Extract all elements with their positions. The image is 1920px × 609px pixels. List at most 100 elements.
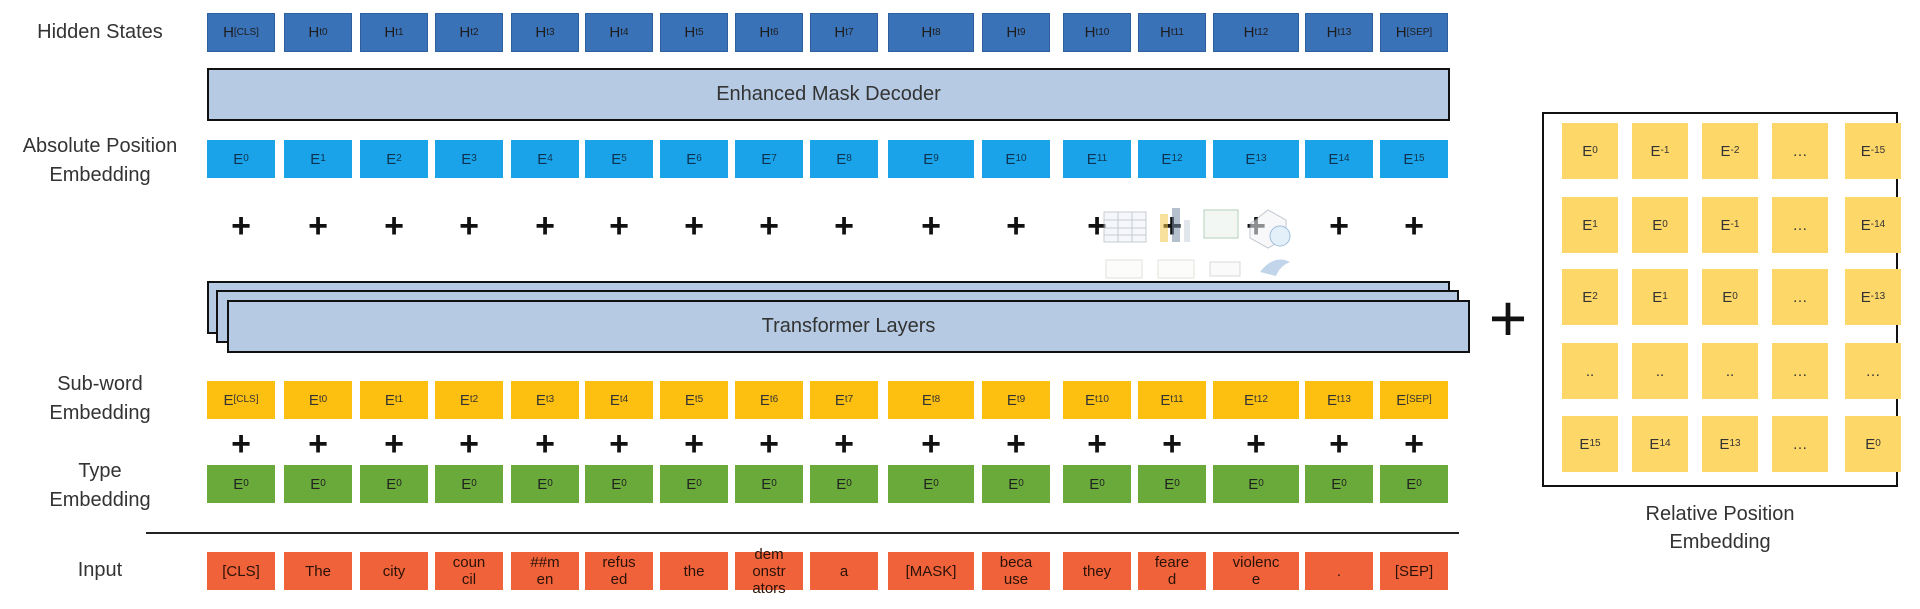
plus-upper-8: + bbox=[834, 207, 854, 245]
relative-cell-1-3: … bbox=[1772, 197, 1828, 253]
subword-embedding-base: E bbox=[609, 391, 620, 409]
relative-cell-base: E bbox=[1582, 216, 1593, 234]
enhanced-mask-decoder-bar: Enhanced Mask Decoder bbox=[207, 68, 1450, 121]
plus-lower-9: + bbox=[921, 425, 941, 463]
plus-upper-4: + bbox=[535, 207, 555, 245]
relative-cell-base: E bbox=[1860, 216, 1871, 234]
plus-lower-5: + bbox=[609, 425, 629, 463]
label-subword-embedding: Sub-word Embedding bbox=[0, 370, 200, 428]
subword-embedding-base: E bbox=[1244, 391, 1255, 409]
hidden-state-base: H bbox=[921, 24, 933, 41]
hidden-state-base: H bbox=[535, 24, 547, 41]
hidden-state-base: H bbox=[834, 24, 846, 41]
input-token-4: ##m en bbox=[511, 552, 579, 590]
relative-cell-base: … bbox=[1792, 288, 1808, 306]
plus-upper-2: + bbox=[384, 207, 404, 245]
relative-cell-0-4: E-15 bbox=[1845, 123, 1901, 179]
type-embedding-base: E bbox=[537, 475, 548, 493]
subword-embedding-base: E bbox=[535, 391, 546, 409]
type-embedding-base: E bbox=[1008, 475, 1019, 493]
hidden-state-base: H bbox=[384, 24, 396, 41]
input-token-10: beca use bbox=[982, 552, 1050, 590]
enhanced-mask-decoder-label: Enhanced Mask Decoder bbox=[716, 83, 941, 105]
label-hidden-states: Hidden States bbox=[37, 21, 163, 43]
subword-embedding-0: E[CLS] bbox=[207, 381, 275, 419]
relative-cell-base: .. bbox=[1725, 362, 1735, 380]
plus-lower-14: + bbox=[1329, 425, 1349, 463]
subword-embedding-base: E bbox=[1327, 391, 1338, 409]
type-embedding-base: E bbox=[386, 475, 397, 493]
input-token-11: they bbox=[1063, 552, 1131, 590]
absolute-embedding-base: E bbox=[686, 150, 697, 168]
relative-cell-base: E bbox=[1722, 288, 1733, 306]
plus-lower-2: + bbox=[384, 425, 404, 463]
plus-lower-3: + bbox=[459, 425, 479, 463]
relative-cell-base: … bbox=[1792, 216, 1808, 234]
hidden-state-0: H[CLS] bbox=[207, 13, 275, 52]
type-embedding-base: E bbox=[761, 475, 772, 493]
plus-upper-10: + bbox=[1006, 207, 1026, 245]
label-relative-line1: Relative Position bbox=[1645, 503, 1795, 525]
input-token-12: feare d bbox=[1138, 552, 1206, 590]
relative-cell-base: E bbox=[1860, 142, 1871, 160]
hidden-state-base: H bbox=[1243, 24, 1255, 41]
plus-upper-7: + bbox=[759, 207, 779, 245]
subword-embedding-base: E bbox=[308, 391, 319, 409]
relative-cell-base: .. bbox=[1585, 362, 1595, 380]
relative-cell-0-2: E-2 bbox=[1702, 123, 1758, 179]
plus-lower-11: + bbox=[1087, 425, 1107, 463]
type-embedding-base: E bbox=[1089, 475, 1100, 493]
subword-embedding-base: E bbox=[684, 391, 695, 409]
relative-cell-3-0: .. bbox=[1562, 343, 1618, 399]
absolute-embedding-base: E bbox=[310, 150, 321, 168]
subword-embedding-base: E bbox=[1085, 391, 1096, 409]
absolute-embedding-base: E bbox=[1403, 150, 1414, 168]
chart-icon bbox=[1160, 214, 1168, 242]
absolute-embedding-base: E bbox=[461, 150, 472, 168]
relative-cell-base: … bbox=[1792, 142, 1808, 160]
plus-upper-15: + bbox=[1404, 207, 1424, 245]
input-token-3: coun cil bbox=[435, 552, 503, 590]
relative-cell-1-4: E-14 bbox=[1845, 197, 1901, 253]
input-token-14: . bbox=[1305, 552, 1373, 590]
input-token-7: dem onstr ators bbox=[735, 546, 803, 597]
subword-embedding-base: E bbox=[921, 391, 932, 409]
plus-lower-10: + bbox=[1006, 425, 1026, 463]
plus-lower-4: + bbox=[535, 425, 555, 463]
type-embedding-base: E bbox=[686, 475, 697, 493]
absolute-embedding-base: E bbox=[761, 150, 772, 168]
input-token-6: the bbox=[660, 552, 728, 590]
plus-upper-11: + bbox=[1087, 207, 1107, 245]
relative-cell-base: … bbox=[1792, 435, 1808, 453]
absolute-embedding-base: E bbox=[611, 150, 622, 168]
plus-upper-6: + bbox=[684, 207, 704, 245]
relative-cell-base: .. bbox=[1655, 362, 1665, 380]
